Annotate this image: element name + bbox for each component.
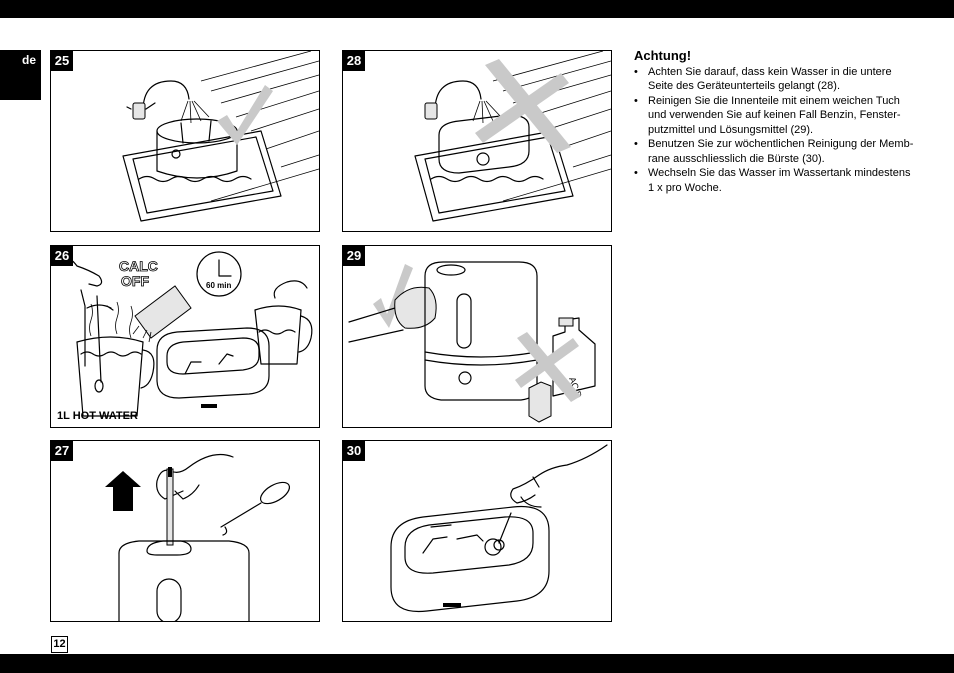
svg-text:OFF: OFF <box>121 273 149 289</box>
illustration-panel-30: 30 <box>342 440 612 622</box>
sink-wrong-illustration <box>414 51 611 222</box>
page-number: 12 <box>51 636 68 653</box>
warning-item: Benutzen Sie zur wöchentlichen Reinigung… <box>634 137 914 166</box>
wipe-tank-illustration: ACID <box>348 261 596 423</box>
illustration-panel-27: 27 <box>50 440 320 622</box>
panel-number: 25 <box>51 51 73 71</box>
panel-number: 30 <box>343 441 365 461</box>
panel-number: 28 <box>343 51 365 71</box>
sink-rinse-illustration <box>122 51 319 222</box>
warning-item: Reinigen Sie die Innenteile mit einem we… <box>634 94 914 138</box>
descaling-illustration: CALC OFF 60 min <box>52 251 313 417</box>
illustration-panel-26: CALC OFF 60 min 26 1L HOT WATER <box>50 245 320 428</box>
lift-brush-illustration <box>105 454 291 621</box>
panel-number: 27 <box>51 441 73 461</box>
warning-notes: Achtung! Achten Sie darauf, dass kein Wa… <box>634 48 914 196</box>
panel-number: 26 <box>51 246 73 266</box>
illustration-panel-29: ACID 29 <box>342 245 612 428</box>
panel-caption: 1L HOT WATER <box>57 410 138 422</box>
illustration-panel-25: 25 <box>50 50 320 232</box>
brush-membrane-illustration <box>390 444 608 613</box>
warning-item: Wechseln Sie das Wasser im Wassertank mi… <box>634 166 914 195</box>
warning-item: Achten Sie darauf, dass kein Wasser in d… <box>634 65 914 94</box>
top-bar <box>0 0 954 18</box>
panel-number: 29 <box>343 246 365 266</box>
calc-off-label: CALC <box>119 258 158 274</box>
warning-list: Achten Sie darauf, dass kein Wasser in d… <box>634 65 914 196</box>
illustration-panel-28: 28 <box>342 50 612 232</box>
bottom-bar <box>0 654 954 673</box>
timer-label: 60 min <box>206 281 231 290</box>
warning-title: Achtung! <box>634 48 692 63</box>
language-tab: de <box>0 50 41 100</box>
